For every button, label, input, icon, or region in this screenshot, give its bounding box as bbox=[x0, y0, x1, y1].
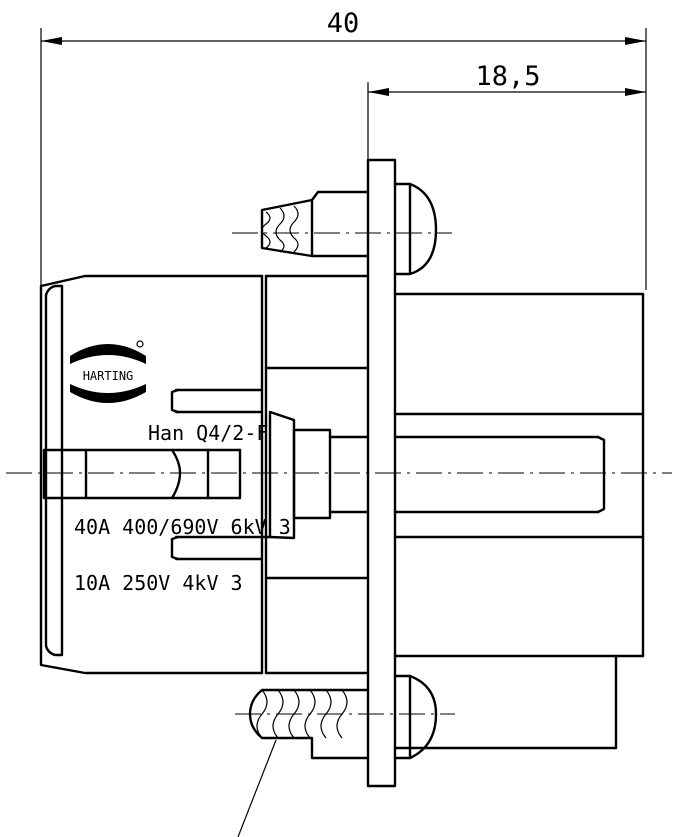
top-screw bbox=[232, 182, 452, 276]
model-label: Han Q4/2-F bbox=[148, 421, 268, 445]
bottom-screw bbox=[235, 674, 455, 837]
leader-line bbox=[237, 739, 277, 837]
rating-label-2: 10A 250V 4kV 3 bbox=[74, 571, 243, 595]
harting-logo: HARTING bbox=[70, 340, 146, 403]
latch-detail bbox=[42, 410, 370, 540]
brand-label: HARTING bbox=[83, 369, 134, 383]
dimension-40-label: 40 bbox=[327, 8, 360, 39]
dimension-flange: 18,5 bbox=[367, 61, 646, 160]
dimension-18-5-label: 18,5 bbox=[475, 61, 540, 92]
housing-body bbox=[39, 274, 370, 675]
flange-plate bbox=[366, 158, 397, 788]
dimension-overall: 40 bbox=[40, 8, 647, 290]
rating-label-1: 40A 400/690V 6kV 3 bbox=[74, 515, 291, 539]
insert-block bbox=[393, 292, 645, 750]
